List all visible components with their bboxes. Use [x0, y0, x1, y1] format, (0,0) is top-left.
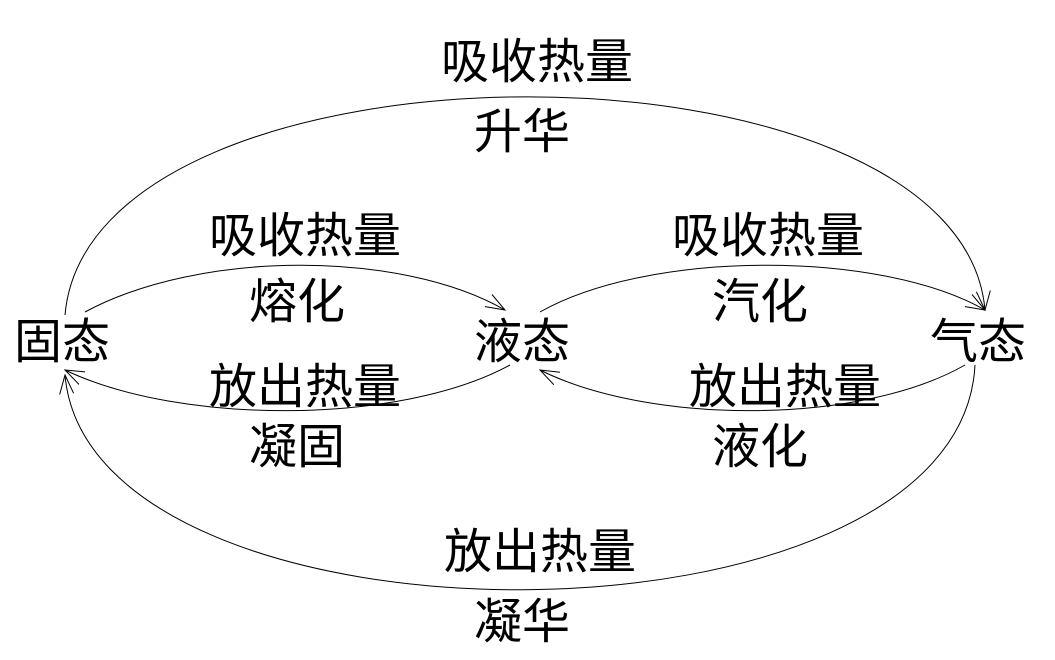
melting-heat-label: 吸收热量 — [209, 208, 401, 264]
vaporization-label: 汽化 — [712, 274, 808, 330]
condensation-heat-label: 放出热量 — [689, 359, 881, 415]
sublimation-arrow — [64, 96, 985, 316]
melting-label: 熔化 — [249, 274, 345, 330]
state-liquid: 液态 — [474, 314, 570, 370]
freezing-arrow — [65, 364, 511, 412]
freezing-heat-label: 放出热量 — [209, 359, 401, 415]
vaporization-arrow — [539, 264, 985, 313]
vaporization-heat-label: 吸收热量 — [672, 208, 864, 264]
deposition-label: 凝华 — [474, 594, 570, 650]
deposition-heat-label: 放出热量 — [444, 524, 636, 580]
freezing-label: 凝固 — [249, 419, 345, 475]
sublimation-heat-label: 吸收热量 — [441, 34, 633, 90]
melting-arrow — [84, 264, 505, 313]
state-solid: 固态 — [14, 314, 110, 370]
deposition-arrow — [65, 364, 976, 591]
condensation-arrow — [540, 364, 966, 412]
condensation-label: 液化 — [712, 419, 808, 475]
sublimation-label: 升华 — [474, 104, 570, 160]
state-gas: 气态 — [930, 314, 1026, 370]
